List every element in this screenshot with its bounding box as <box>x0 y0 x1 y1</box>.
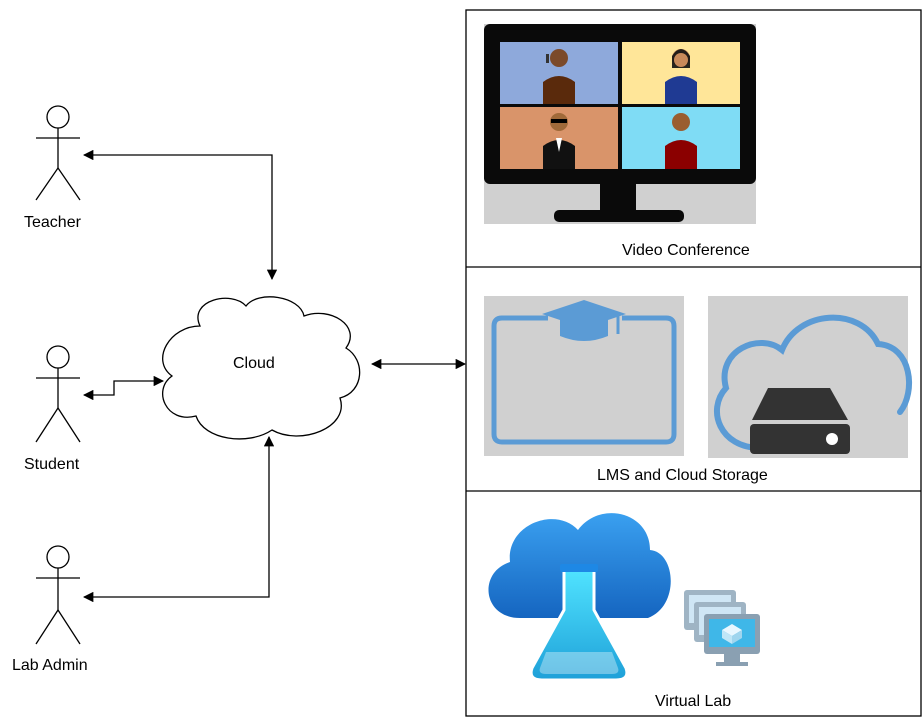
actor-label-teacher: Teacher <box>24 214 81 231</box>
connector-student-cloud <box>82 375 165 401</box>
virtual-machines-icon <box>684 590 760 666</box>
virtual-lab-icon <box>488 513 671 682</box>
actor-label-lab-admin: Lab Admin <box>12 657 88 674</box>
cloud-label: Cloud <box>233 355 275 372</box>
actor-teacher <box>35 105 81 201</box>
caption-virtual-lab: Virtual Lab <box>655 693 732 710</box>
actor-student <box>35 345 81 443</box>
cloud-storage-icon <box>708 296 913 458</box>
video-conference-icon <box>484 24 756 224</box>
actor-lab-admin <box>35 545 81 645</box>
caption-lms-cloud-storage: LMS and Cloud Storage <box>597 467 768 484</box>
lms-icon <box>484 296 684 456</box>
connector-teacher-cloud <box>82 149 278 281</box>
caption-video-conference: Video Conference <box>622 242 750 259</box>
actor-label-student: Student <box>24 456 80 473</box>
connector-admin-cloud <box>82 435 275 603</box>
